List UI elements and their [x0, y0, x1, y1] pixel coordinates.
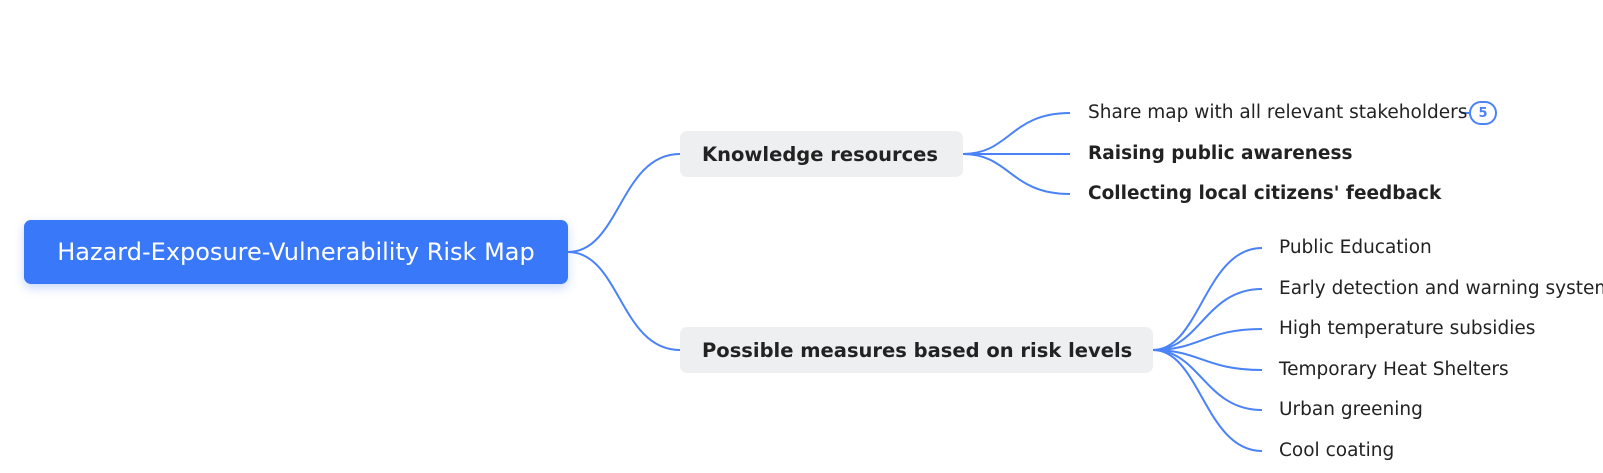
- root-node-label: Hazard-Exposure-Vulnerability Risk Map: [57, 238, 535, 266]
- leaf-node-label: Temporary Heat Shelters: [1279, 359, 1509, 380]
- leaf-node-early-detection[interactable]: Early detection and warning systems: [1279, 276, 1603, 302]
- connector-measures-shelters: [1152, 349, 1263, 371]
- branch-node-label: Knowledge resources: [702, 142, 938, 166]
- leaf-node-label: Cool coating: [1279, 440, 1395, 461]
- connector-measures-early-detection: [1152, 288, 1263, 351]
- branch-node-knowledge-resources[interactable]: Knowledge resources: [680, 131, 963, 177]
- collapsed-count: 5: [1478, 105, 1488, 121]
- leaf-node-label: Raising public awareness: [1088, 143, 1353, 164]
- leaf-node-cool-coating[interactable]: Cool coating: [1279, 438, 1394, 464]
- connector-measures-education: [1152, 247, 1263, 351]
- leaf-node-public-education[interactable]: Public Education: [1279, 235, 1432, 261]
- leaf-node-label: Urban greening: [1279, 399, 1423, 420]
- branch-node-label: Possible measures based on risk levels: [702, 338, 1133, 362]
- leaf-node-label: Collecting local citizens' feedback: [1088, 183, 1442, 204]
- leaf-node-raising-awareness[interactable]: Raising public awareness: [1088, 141, 1353, 167]
- connector-root-measures: [567, 251, 681, 351]
- leaf-node-label: Early detection and warning systems: [1279, 278, 1603, 299]
- connector-measures-subsidies: [1152, 328, 1263, 351]
- connector-measures-coating: [1152, 349, 1263, 452]
- connector-knowledge-feedback: [962, 153, 1071, 195]
- leaf-node-label: Public Education: [1279, 237, 1432, 258]
- branch-node-possible-measures[interactable]: Possible measures based on risk levels: [680, 327, 1153, 373]
- leaf-node-label: Share map with all relevant stakeholders: [1088, 102, 1468, 123]
- leaf-node-urban-greening[interactable]: Urban greening: [1279, 397, 1423, 423]
- leaf-node-label: High temperature subsidies: [1279, 318, 1536, 339]
- collapsed-children-badge[interactable]: 5: [1469, 101, 1497, 125]
- leaf-node-high-temperature-subsidies[interactable]: High temperature subsidies: [1279, 316, 1535, 342]
- leaf-node-share-map[interactable]: Share map with all relevant stakeholders: [1088, 100, 1467, 126]
- root-node[interactable]: Hazard-Exposure-Vulnerability Risk Map: [24, 220, 568, 284]
- leaf-node-collecting-feedback[interactable]: Collecting local citizens' feedback: [1088, 181, 1441, 207]
- leaf-node-temporary-heat-shelters[interactable]: Temporary Heat Shelters: [1279, 357, 1509, 383]
- connector-knowledge-share: [962, 112, 1071, 155]
- connector-root-knowledge: [567, 153, 681, 253]
- connector-measures-greening: [1152, 349, 1263, 411]
